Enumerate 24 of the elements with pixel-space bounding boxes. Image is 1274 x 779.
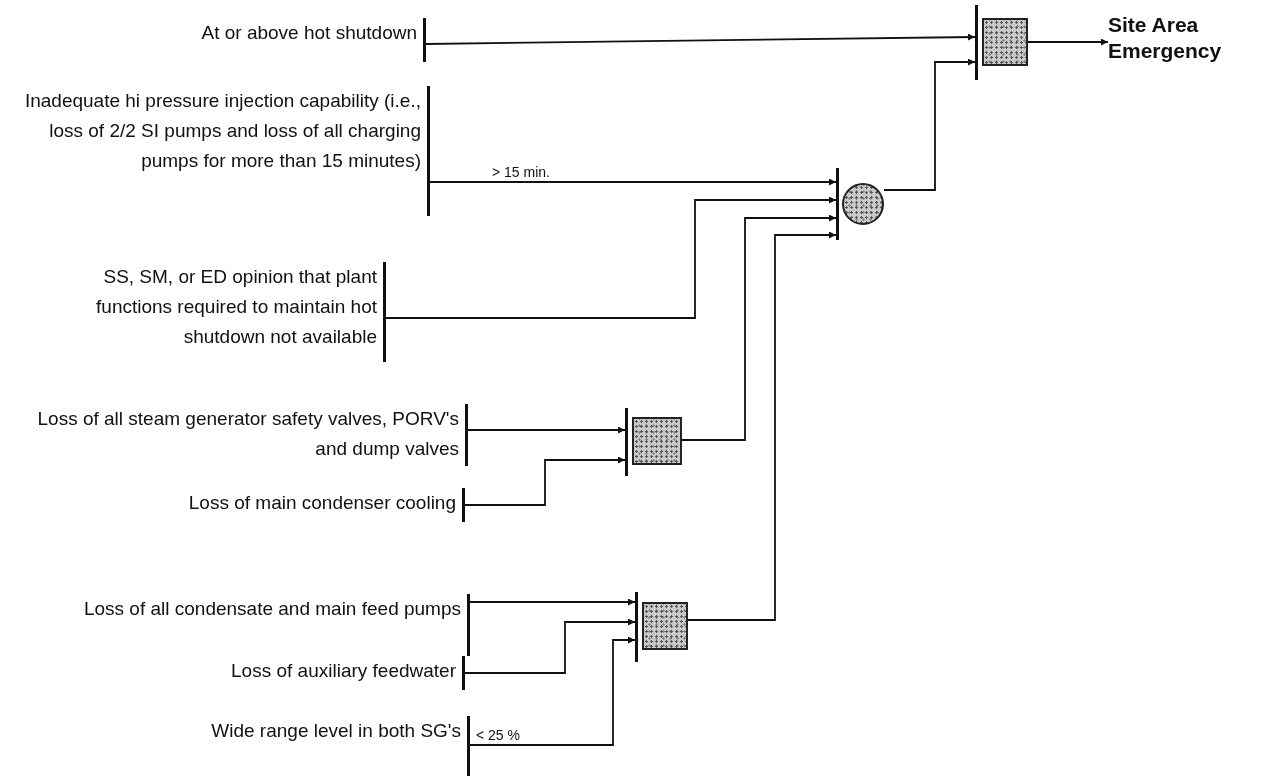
and-gate: [635, 592, 687, 662]
connector-arrow: [469, 598, 636, 606]
connector-arrow: [469, 636, 636, 746]
connector-arrow: [883, 58, 976, 191]
connector-arrow: [467, 426, 626, 434]
connector-arrow: [464, 618, 636, 674]
input-condition: SS, SM, or ED opinion that plant functions required to maintain hot shutdown not available: [30, 262, 386, 362]
edge-label: < 25 %: [474, 727, 522, 743]
input-condition: Wide range level in both SG's: [190, 716, 470, 776]
or-gate: [836, 168, 884, 240]
connector-arrow: [429, 178, 837, 186]
input-condition: Inadequate hi pressure injection capability (i.e., loss of 2/2 SI pumps and loss of all charging pumps for more than 15 minutes): [10, 86, 430, 216]
connector-arrow: [464, 456, 626, 506]
and-gate: [625, 408, 681, 476]
connector-arrow: [425, 33, 976, 45]
input-condition: Loss of main condenser cooling: [150, 488, 465, 522]
connector-arrow: [385, 196, 837, 319]
input-condition: At or above hot shutdown: [120, 18, 426, 62]
input-condition: Loss of auxiliary feedwater: [150, 656, 465, 690]
input-condition: Loss of all steam generator safety valves, PORV's and dump valves: [20, 404, 468, 466]
edge-label: > 15 min.: [490, 164, 552, 180]
and-gate: [975, 5, 1027, 80]
input-condition: Loss of all condensate and main feed pumps: [20, 594, 470, 656]
output-label: Site Area Emergency: [1108, 12, 1274, 72]
